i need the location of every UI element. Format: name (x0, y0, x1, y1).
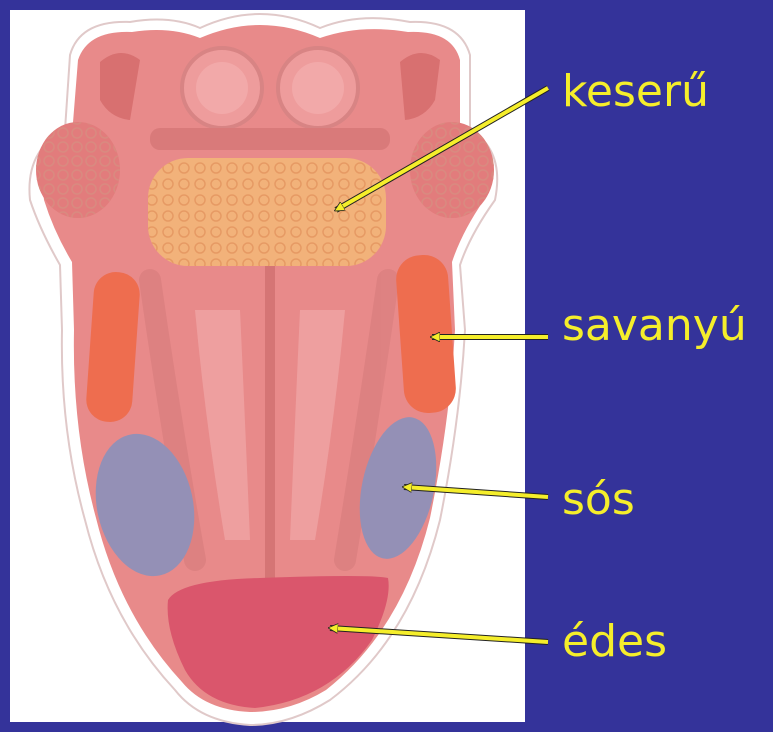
label-sweet: édes (562, 620, 667, 664)
sweet-zone (168, 576, 389, 708)
label-bitter: keserű (562, 70, 709, 114)
label-sour: savanyú (562, 304, 747, 348)
label-salty: sós (562, 478, 635, 522)
